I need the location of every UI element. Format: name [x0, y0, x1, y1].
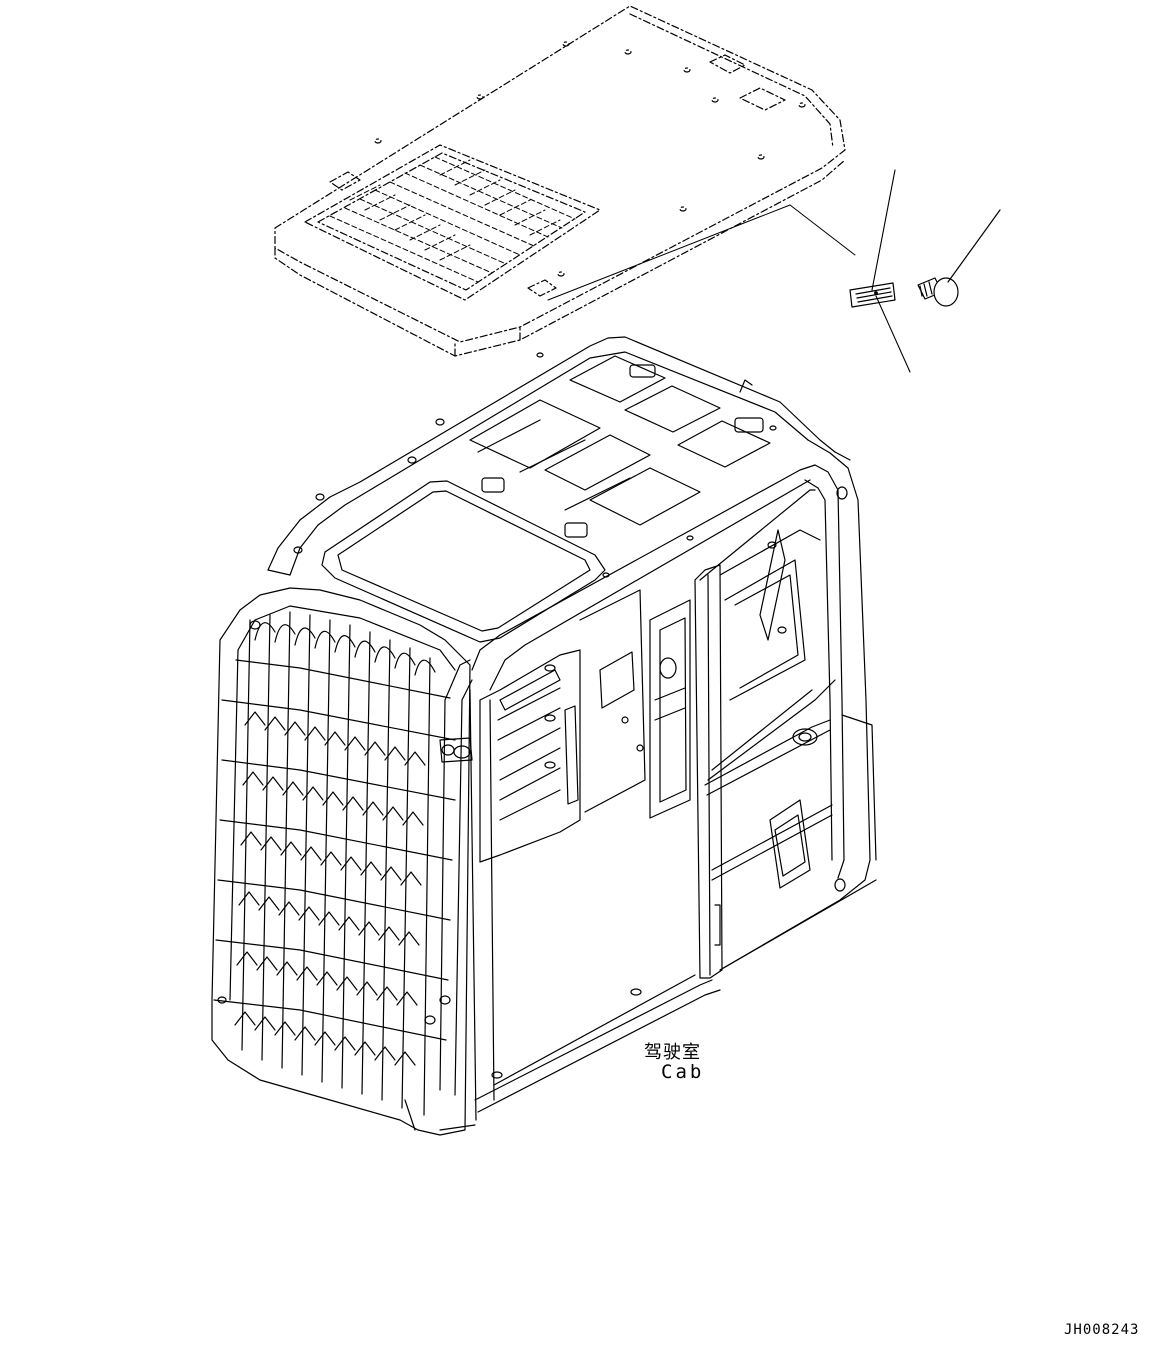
- cab-label-english: Cab: [661, 1061, 705, 1083]
- roof-grille-slats: [330, 157, 575, 282]
- cab-label-chinese: 驾驶室: [644, 1042, 701, 1063]
- leader-line-roof: [548, 205, 855, 300]
- cab: [212, 337, 876, 1135]
- plate: [850, 283, 895, 307]
- drawing-number: JH008243: [1064, 1322, 1140, 1338]
- roof-cover: [275, 6, 845, 356]
- plate-leaders: [872, 170, 910, 372]
- bolt: [918, 210, 1000, 306]
